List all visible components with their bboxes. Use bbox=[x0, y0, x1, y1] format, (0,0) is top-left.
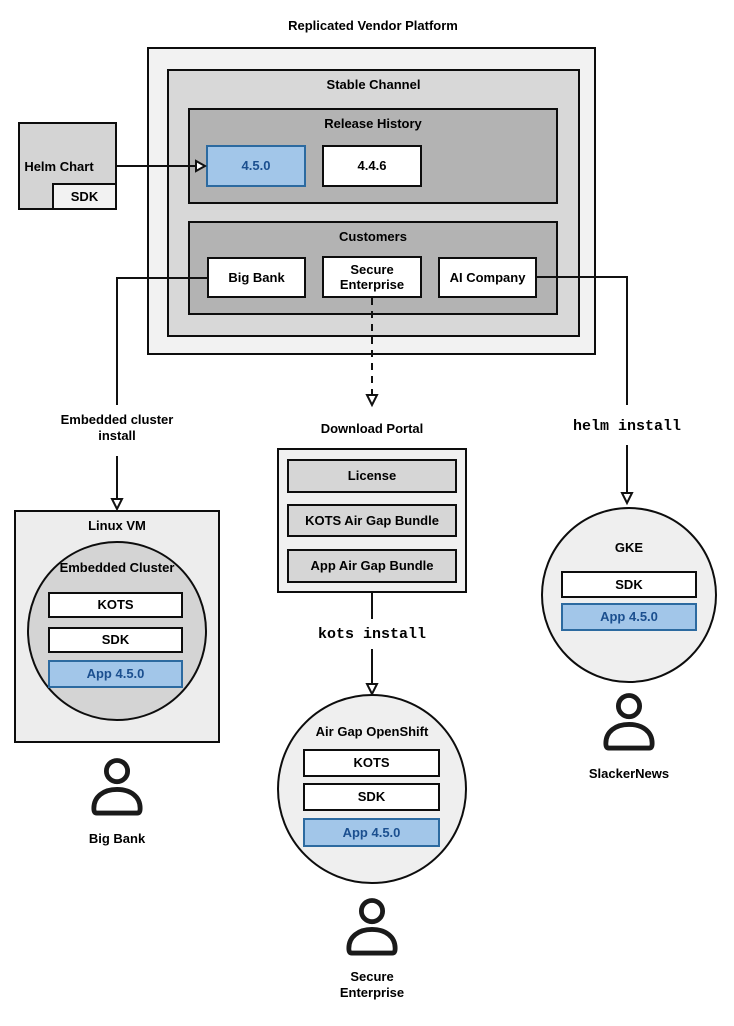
sdk-box-embedded: SDK bbox=[48, 627, 183, 653]
secure-enterprise-user-label: Secure Enterprise bbox=[339, 969, 405, 1001]
app-box-embedded: App 4.5.0 bbox=[48, 660, 183, 688]
customers-title: Customers bbox=[339, 229, 407, 244]
gke-title: GKE bbox=[614, 540, 644, 555]
slackernews-user-label: SlackerNews bbox=[588, 766, 670, 781]
embedded-cluster-title: Embedded Cluster bbox=[59, 560, 175, 575]
sdk-box-openshift: SDK bbox=[303, 783, 440, 811]
kots-box-embedded: KOTS bbox=[48, 592, 183, 618]
arrowhead-into-gke bbox=[620, 492, 634, 506]
edge-label-kots-install: kots install bbox=[317, 626, 427, 643]
download-portal-title: Download Portal bbox=[320, 421, 424, 436]
helm-chart-label: Helm Chart bbox=[24, 159, 94, 174]
app-box-openshift: App 4.5.0 bbox=[303, 818, 440, 847]
big-bank-user-label: Big Bank bbox=[88, 831, 146, 846]
customer-secure-enterprise: Secure Enterprise bbox=[322, 256, 422, 298]
linux-vm-title: Linux VM bbox=[88, 518, 146, 533]
arrowhead-into-openshift bbox=[365, 683, 379, 697]
airgap-openshift-title: Air Gap OpenShift bbox=[315, 724, 429, 739]
app-airgap-bundle-box: App Air Gap Bundle bbox=[287, 549, 457, 583]
arrowhead-into-portal bbox=[365, 394, 379, 408]
big-bank-person-icon bbox=[91, 758, 143, 816]
app-box-gke: App 4.5.0 bbox=[561, 603, 697, 631]
release-version-current: 4.5.0 bbox=[206, 145, 306, 187]
sdk-box-gke: SDK bbox=[561, 571, 697, 598]
kots-airgap-bundle-box: KOTS Air Gap Bundle bbox=[287, 504, 457, 537]
platform-title: Replicated Vendor Platform bbox=[288, 18, 458, 33]
edge-label-embedded-cluster-install: Embedded cluster install bbox=[60, 412, 174, 444]
release-history-title: Release History bbox=[324, 116, 422, 131]
arrowhead-into-linux-vm bbox=[110, 498, 124, 512]
customer-ai-company: AI Company bbox=[438, 257, 537, 298]
edge-label-helm-install: helm install bbox=[572, 418, 682, 435]
release-version-previous: 4.4.6 bbox=[322, 145, 422, 187]
slackernews-person-icon bbox=[603, 693, 655, 751]
kots-box-openshift: KOTS bbox=[303, 749, 440, 777]
helm-chart-sdk-box: SDK bbox=[52, 183, 117, 210]
license-box: License bbox=[287, 459, 457, 493]
customer-big-bank: Big Bank bbox=[207, 257, 306, 298]
secure-enterprise-person-icon bbox=[346, 898, 398, 956]
stable-channel-title: Stable Channel bbox=[326, 77, 421, 92]
